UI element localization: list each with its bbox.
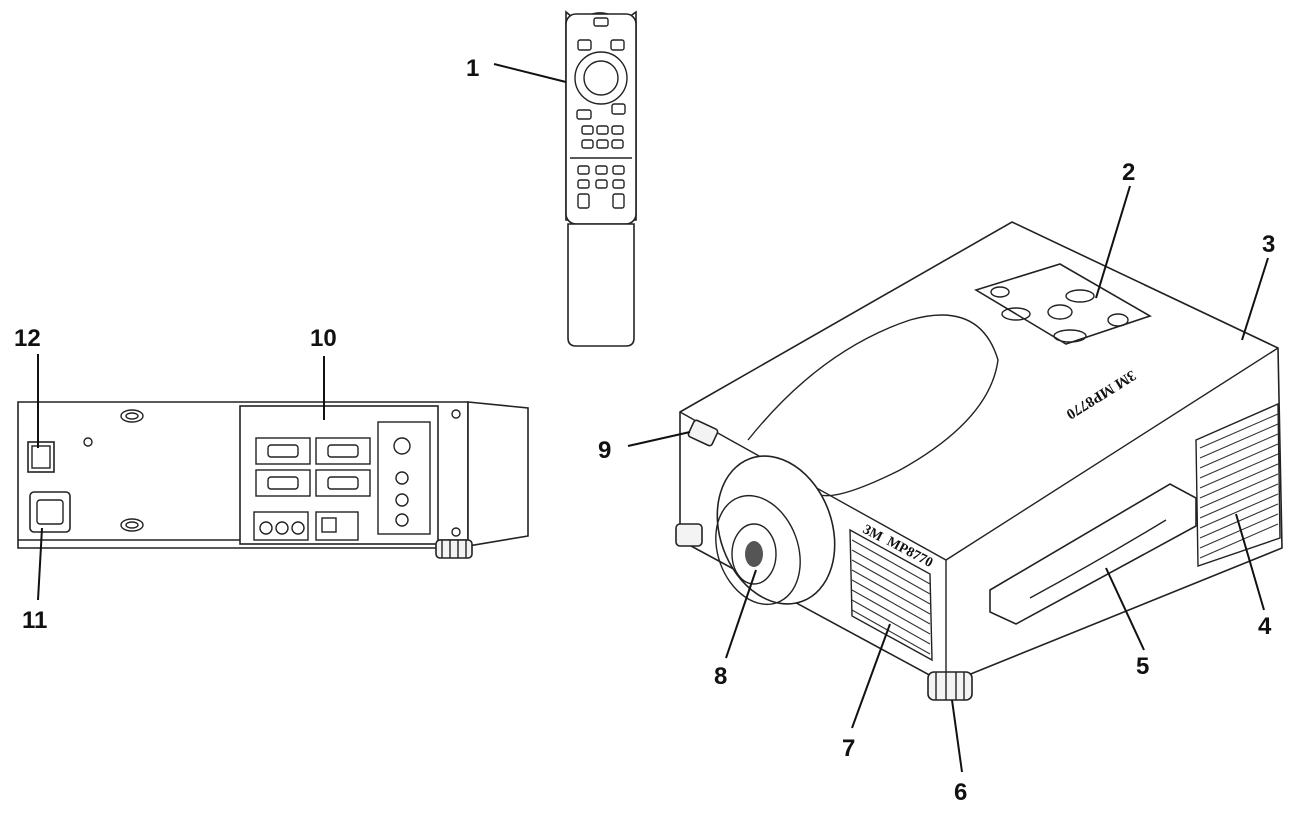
callout-4: 4 — [1258, 613, 1272, 640]
remote-control — [565, 10, 637, 347]
callout-6: 6 — [954, 779, 967, 806]
leader-lines — [37, 63, 1269, 773]
callout-3: 3 — [1262, 231, 1275, 258]
projector-rear-view — [17, 401, 529, 559]
callout-12: 12 — [14, 325, 41, 352]
callout-7: 7 — [842, 735, 855, 762]
callout-5: 5 — [1136, 653, 1149, 680]
callout-10: 10 — [310, 325, 337, 352]
callout-9: 9 — [598, 437, 611, 464]
callout-labels: 1 2 3 4 5 6 7 8 9 10 11 12 — [14, 55, 1275, 806]
callout-2: 2 — [1122, 159, 1135, 186]
projector-front-view: 3M MP8770 — [675, 221, 1283, 701]
front-vent-grill — [849, 528, 933, 662]
callout-11: 11 — [22, 607, 47, 634]
callout-8: 8 — [714, 663, 727, 690]
callout-1: 1 — [466, 55, 479, 82]
side-vent-grill — [1195, 402, 1281, 567]
